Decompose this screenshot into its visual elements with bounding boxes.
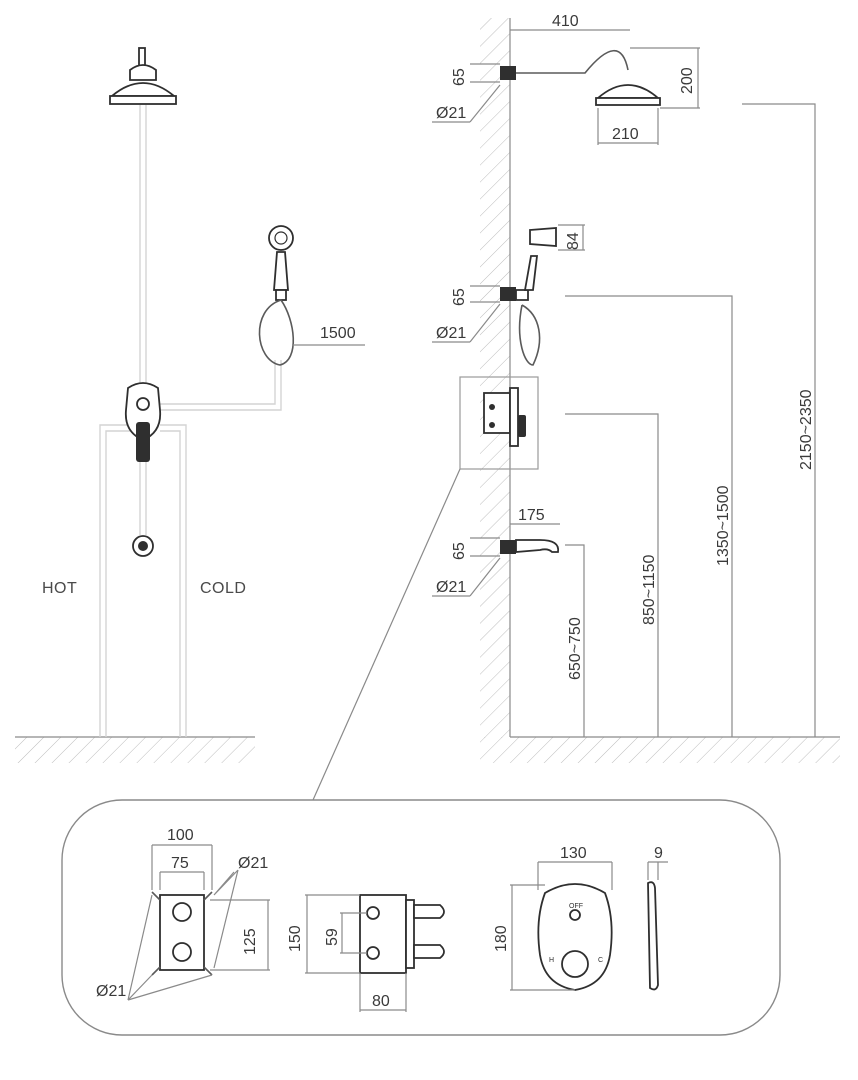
- pipe-dia-mid-label: Ø21: [436, 325, 466, 342]
- hand-shower-front: [258, 225, 295, 366]
- height-mixer-label: 850~1150: [641, 554, 658, 625]
- height-handshower-label: 1350~1500: [715, 485, 732, 566]
- floor-hatch-left: [15, 737, 255, 763]
- outlet-bottom-label: 65: [451, 542, 468, 560]
- shower-arm-side: [500, 50, 661, 106]
- arm-length-label: 410: [552, 13, 579, 30]
- outlet-spacing-label: 59: [324, 928, 341, 946]
- box-height-label: 125: [242, 928, 259, 955]
- hand-shower-side: [500, 227, 557, 366]
- pipe-dia-b-label: Ø21: [96, 983, 126, 1000]
- hose-length-label: 1500: [320, 325, 356, 342]
- supply-pipes: [99, 105, 282, 737]
- pipe-dia-a-label: Ø21: [238, 855, 268, 872]
- shower-head-front: [109, 47, 177, 105]
- arm-height-label: 200: [679, 67, 696, 94]
- plate-height-label: 180: [493, 925, 510, 952]
- spout-length-label: 175: [518, 507, 545, 524]
- height-spout-label: 650~750: [567, 617, 584, 680]
- wall-hatch: [480, 18, 510, 738]
- cold-label: COLD: [200, 580, 246, 597]
- head-diameter-label: 210: [612, 126, 639, 143]
- height-showerhead-label: 2150~2350: [798, 389, 815, 470]
- plate-width-label: 130: [560, 845, 587, 862]
- plate-c-label: C: [598, 957, 603, 964]
- height-dimensions: 650~750 850~1150 1350~1500 2150~2350: [565, 103, 816, 737]
- hose-length-dim: 1500: [292, 325, 365, 346]
- plate-profile: [647, 881, 659, 991]
- front-view: 1500 HOT COLD: [15, 47, 365, 763]
- outlet-top-label: 65: [451, 68, 468, 86]
- pipe-dia-top-label: Ø21: [436, 105, 466, 122]
- mixer-side-box: [459, 376, 539, 470]
- spout-side: [500, 539, 560, 554]
- plate-h-label: H: [549, 957, 554, 964]
- body-height-label: 150: [287, 925, 304, 952]
- plate-off-label: OFF: [569, 903, 583, 910]
- mixer-plate-front: [124, 382, 162, 462]
- plate-thickness-label: 9: [654, 845, 663, 862]
- valve-body: [359, 894, 445, 974]
- outlet-mid-label: 65: [451, 288, 468, 306]
- floor-hatch-right: [480, 737, 840, 763]
- side-view: 410 200 210 65 Ø21 84 65 Ø21: [312, 13, 840, 801]
- box-inner-label: 75: [171, 855, 189, 872]
- handshower-width-label: 84: [565, 232, 582, 250]
- pipe-dia-bottom-label: Ø21: [436, 579, 466, 596]
- box-outer-label: 100: [167, 827, 194, 844]
- rough-in-box: [151, 891, 213, 976]
- cover-plate: OFF H C: [537, 883, 613, 991]
- hot-label: HOT: [42, 580, 77, 597]
- body-depth-label: 80: [372, 993, 390, 1010]
- detail-panel: 100 75 125 Ø21 Ø21 150 59 80: [61, 799, 781, 1036]
- spout-outlet-front: [132, 535, 154, 557]
